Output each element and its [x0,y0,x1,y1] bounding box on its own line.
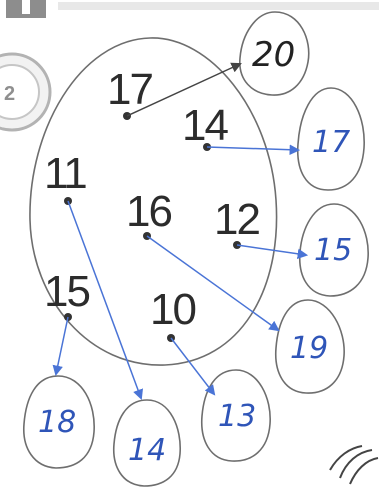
arrow-15-18 [56,317,68,374]
inner-number-11: 11 [44,152,86,196]
badge-icon: 2 [0,54,50,130]
inner-number-10: 10 [150,288,195,332]
result-20: 20 [252,38,295,72]
result-14: 14 [128,436,166,466]
result-18: 18 [38,408,76,438]
inner-number-15: 15 [44,270,89,314]
inner-number-16: 16 [126,190,171,234]
result-15: 15 [314,236,352,266]
result-17: 17 [312,128,350,158]
result-19: 19 [290,334,328,364]
inner-number-14: 14 [182,104,227,148]
arrow-12-15 [237,245,306,255]
inner-number-17: 17 [107,68,152,112]
arrow-10-13 [171,338,214,394]
pencil-icon [330,446,378,484]
svg-text:2: 2 [4,83,15,105]
result-13: 13 [218,402,256,432]
inner-number-12: 12 [214,198,259,242]
header-text-strip [58,2,379,10]
